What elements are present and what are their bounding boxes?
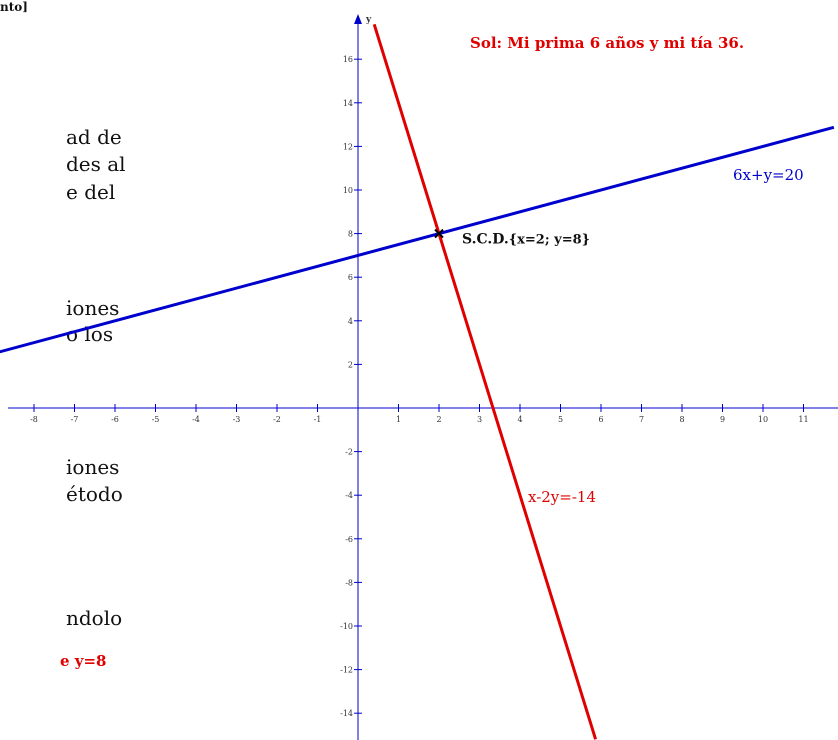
line-label-blue: 6x+y=20 — [733, 166, 804, 184]
text-fragment: des al — [66, 152, 126, 176]
x-tick-label: 4 — [517, 415, 522, 424]
text-fragment: ndolo — [66, 606, 123, 630]
y-tick-label: -10 — [340, 622, 353, 631]
y-tick-label: 2 — [348, 360, 353, 369]
y-tick-label: 6 — [348, 273, 353, 282]
text-fragment: e y=8 — [60, 652, 107, 670]
chart-title: Sol: Mi prima 6 años y mi tía 36. — [470, 34, 744, 52]
text-fragment: nto] — [0, 0, 28, 14]
x-tick-label: 1 — [396, 415, 401, 424]
y-tick-label: -12 — [340, 666, 353, 675]
y-tick-label: 4 — [348, 317, 353, 326]
x-tick-label: 9 — [720, 415, 725, 424]
x-tick-label: -1 — [314, 415, 322, 424]
point-marker — [434, 228, 444, 239]
x-tick-label: 8 — [679, 415, 684, 424]
y-tick-label: 14 — [343, 99, 353, 108]
text-fragment: iones — [66, 296, 120, 320]
text-fragment: étodo — [66, 482, 123, 506]
y-tick-label: 12 — [343, 142, 353, 151]
text-fragment: o los — [66, 322, 114, 346]
point-label: S.C.D.{x=2; y=8} — [462, 232, 590, 248]
x-tick-label: 5 — [558, 415, 563, 424]
x-tick-label: -2 — [273, 415, 281, 424]
line-label-red: x-2y=-14 — [528, 488, 596, 506]
x-tick-label: -8 — [30, 415, 38, 424]
x-tick-label: 6 — [598, 415, 603, 424]
text-fragment: e del — [66, 180, 116, 204]
series-line-red — [372, 23, 598, 740]
y-axis-label: y — [365, 15, 372, 25]
y-tick-label: -14 — [340, 709, 353, 718]
y-axis-arrow — [354, 14, 362, 24]
x-tick-label: -5 — [152, 415, 160, 424]
x-tick-label: -7 — [71, 415, 79, 424]
x-tick-label: -3 — [233, 415, 241, 424]
y-tick-label: -6 — [345, 535, 353, 544]
x-tick-label: 11 — [798, 415, 808, 424]
y-tick-label: 10 — [343, 186, 353, 195]
x-tick-label: 3 — [477, 415, 482, 424]
text-fragment: ad de — [66, 125, 122, 149]
y-tick-label: 8 — [348, 230, 353, 239]
x-tick-label: -6 — [111, 415, 119, 424]
x-tick-label: 7 — [639, 415, 644, 424]
x-tick-label: 10 — [758, 415, 768, 424]
x-tick-label: -4 — [192, 415, 200, 424]
text-fragment: iones — [66, 455, 120, 479]
x-tick-label: 2 — [436, 415, 441, 424]
y-tick-label: 16 — [343, 55, 353, 64]
series-line-blue — [0, 125, 835, 354]
point-label-prefix: S.C.D. — [462, 232, 509, 248]
y-tick-label: -4 — [345, 491, 353, 500]
point-label-body: {x=2; y=8} — [509, 233, 590, 248]
y-tick-label: -8 — [345, 578, 353, 587]
y-tick-label: -2 — [345, 448, 353, 457]
